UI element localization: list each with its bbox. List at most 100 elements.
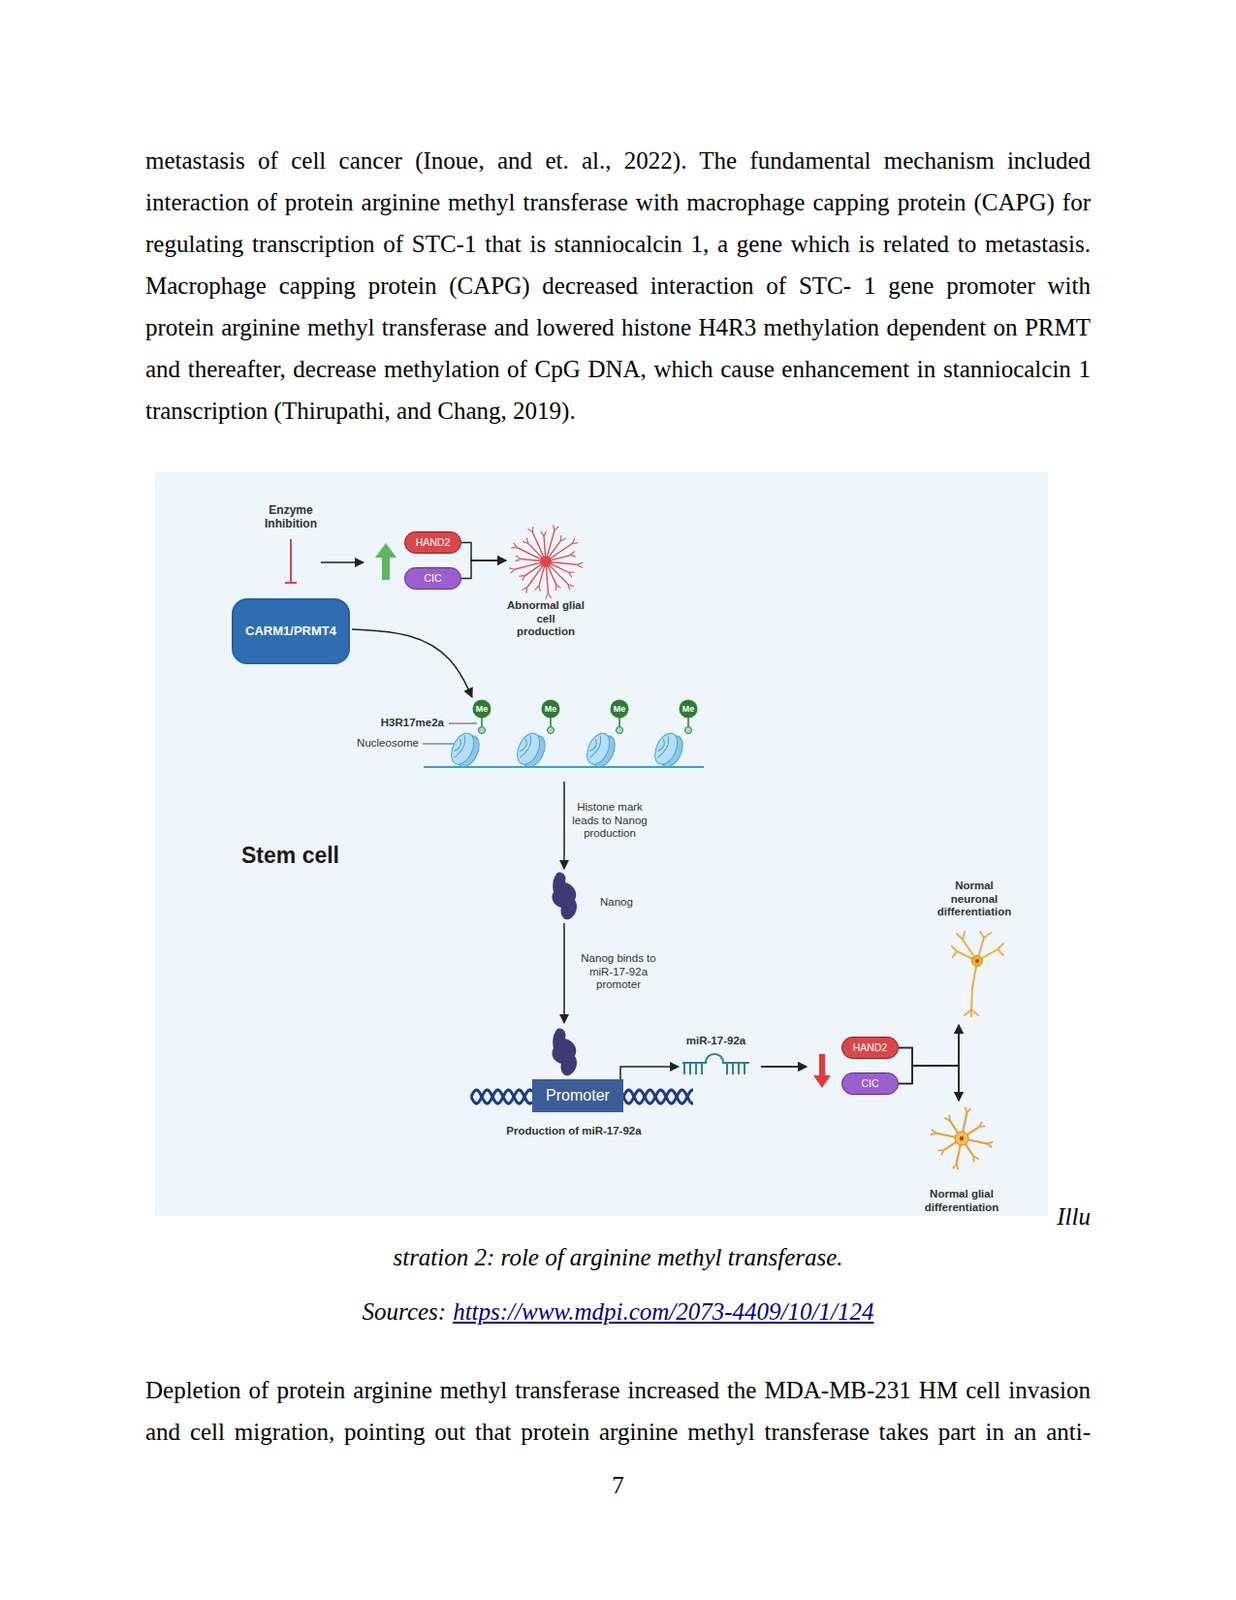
cell-process xyxy=(550,555,571,561)
connector-arrow xyxy=(563,781,566,869)
cell-process xyxy=(950,1120,959,1135)
connector-arrow xyxy=(898,1065,959,1101)
neurite xyxy=(971,1009,979,1015)
abnormal-glial-cell: Abnormal glial cell production xyxy=(507,523,585,637)
cell-process xyxy=(577,562,584,565)
cell-process xyxy=(549,542,572,559)
cell-body xyxy=(972,955,983,967)
bound-nanog xyxy=(551,1028,577,1077)
cell-process xyxy=(547,566,557,585)
cell-process xyxy=(568,571,571,577)
cell-process xyxy=(931,1129,937,1134)
methyl-stem xyxy=(549,717,552,728)
connector-arrow xyxy=(620,1066,679,1079)
cell-process xyxy=(560,538,566,541)
cell-process xyxy=(520,558,541,561)
cell-process xyxy=(952,1163,957,1169)
promoter-box xyxy=(532,1078,624,1112)
cell-process xyxy=(966,1108,971,1113)
body-paragraph: metastasis of cell cancer (Inoue, and et… xyxy=(145,139,1091,432)
promoter: Promoter xyxy=(532,1024,624,1112)
node-label: HAND2 xyxy=(853,1041,888,1055)
cell-process xyxy=(510,546,517,548)
mirna-base xyxy=(726,1062,729,1075)
node-label: Normal neuronal differentiation xyxy=(932,879,1016,920)
histone-tail xyxy=(478,727,486,734)
cell-process xyxy=(545,593,548,599)
dna-helix xyxy=(623,1089,694,1104)
nucleosome xyxy=(650,729,688,771)
node-label: Normal glial differentiation xyxy=(919,1187,1004,1214)
cell-process xyxy=(545,566,548,594)
nanog-illustration xyxy=(549,870,579,921)
methyl-label: Me xyxy=(607,701,632,716)
nucleosome-disk xyxy=(512,729,544,768)
decrease-arrow xyxy=(813,1053,831,1088)
cell-process xyxy=(540,531,544,537)
chromatin: H3R17me2aNucleosome xyxy=(455,697,708,781)
histone-tail xyxy=(616,727,624,734)
leader-line xyxy=(448,723,477,725)
cell-process xyxy=(543,531,546,537)
cell-process xyxy=(535,585,539,590)
mirna-base xyxy=(737,1062,740,1075)
neurite xyxy=(956,933,963,940)
cell-process xyxy=(972,1155,975,1162)
nanog-protein: Nanog xyxy=(549,870,579,921)
cell-process xyxy=(956,1142,961,1165)
cell-process xyxy=(944,1140,958,1150)
cell-process xyxy=(568,570,574,572)
cell-process xyxy=(571,538,575,543)
edge-label: Histone mark leads to Nanog production xyxy=(571,800,648,841)
cell-process xyxy=(515,555,521,559)
region-title: Stem cell xyxy=(241,841,436,869)
cell-process xyxy=(964,1141,974,1156)
inhibition-bar xyxy=(285,581,297,584)
cell-process xyxy=(965,1126,980,1136)
node-label: Abnormal glial cell production xyxy=(507,599,585,639)
connector-arrow xyxy=(461,560,507,579)
node-label: Nanog xyxy=(600,895,634,910)
cell-process xyxy=(510,569,515,573)
connector-arrow xyxy=(760,1065,807,1068)
methyl-stem xyxy=(687,717,690,728)
cell-process xyxy=(577,564,583,568)
cell-process xyxy=(938,1148,945,1151)
body-paragraph: Depletion of protein arginine methyl tra… xyxy=(145,1368,1091,1453)
cell-process xyxy=(936,1133,958,1138)
connector-arrow xyxy=(898,1047,959,1102)
cell-process xyxy=(962,1112,967,1135)
cell-process xyxy=(948,1114,951,1121)
mir-illustration xyxy=(680,1054,752,1078)
node-label: miR-17-92a xyxy=(661,1034,771,1048)
source-prefix: Sources: xyxy=(362,1290,447,1332)
node-label: H3R17me2a xyxy=(347,716,444,730)
cell-body xyxy=(954,1131,969,1145)
connector-arrow xyxy=(760,1065,807,1068)
cell-process xyxy=(513,542,517,548)
methyl-stem xyxy=(618,717,621,728)
cell-process xyxy=(550,561,578,565)
cell-process xyxy=(553,524,555,531)
mirna-base xyxy=(683,1062,686,1075)
cell-process xyxy=(528,528,534,533)
cell-process xyxy=(554,526,559,531)
methyl-stem xyxy=(480,717,483,728)
neurite xyxy=(980,931,984,938)
nanog-protein xyxy=(551,872,577,920)
figure-background xyxy=(155,472,1048,1216)
inhibition-label: Enzyme Inhibition xyxy=(247,503,335,531)
page-number: 7 xyxy=(145,1463,1091,1506)
cell-process xyxy=(986,1142,992,1147)
glial-cell: Normal glial differentiation xyxy=(913,1102,1011,1215)
neurite xyxy=(971,987,973,1010)
node-label: CIC xyxy=(860,1077,879,1091)
node-label: CIC xyxy=(423,571,442,586)
gene-pill: CIC xyxy=(841,1072,899,1095)
source-link: https://www.mdpi.com/2073-4409/10/1/124 xyxy=(452,1290,874,1332)
nucleosome-disk xyxy=(650,729,682,768)
cell-process xyxy=(526,538,529,544)
node-label: Promoter xyxy=(532,1078,624,1112)
mirna-base xyxy=(689,1062,692,1075)
dna-label: Production of miR-17-92a xyxy=(486,1124,662,1139)
